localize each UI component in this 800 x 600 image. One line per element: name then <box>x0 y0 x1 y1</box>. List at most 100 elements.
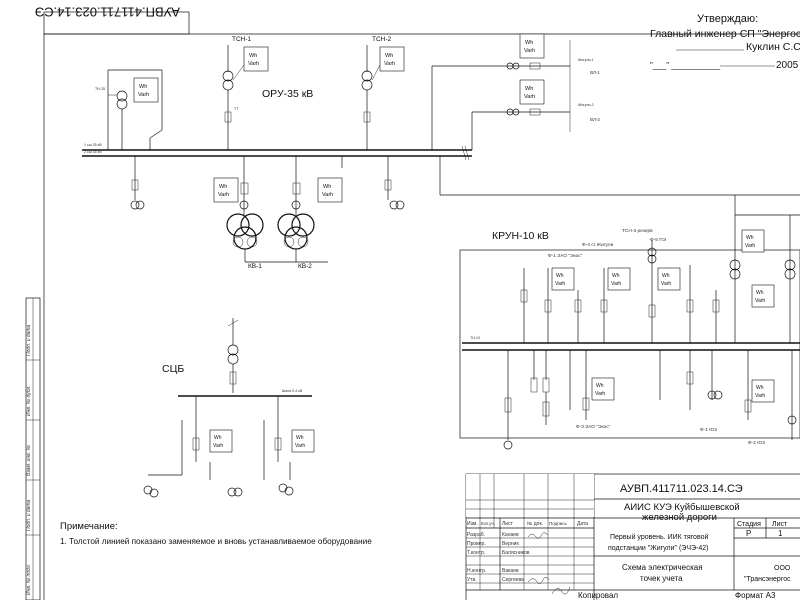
side-field-1: Подп. и дата <box>26 324 32 356</box>
approval-line-4: 2005 <box>776 60 799 71</box>
approval-line-1: Утверждаю: <box>697 13 758 25</box>
tb-company-1: ООО <box>774 565 791 572</box>
meter-text-s1a: Wh <box>214 435 222 441</box>
zhig2-label: Жигули-2 <box>578 103 594 107</box>
title-org-1: АИИС КУЭ Куйбышевской <box>624 502 740 513</box>
tb-company-2: "Трансэнергос <box>744 576 791 583</box>
tb-copied: Копировал <box>578 591 618 600</box>
tsn1-fuse-label: ТТ <box>234 107 239 111</box>
meter-text-k1a: Wh <box>556 273 564 279</box>
tb-col-list: Лист <box>502 521 514 527</box>
scb-label: СЦБ <box>162 363 184 375</box>
vl2-label: ВЛ-2 <box>590 117 600 122</box>
tb-role-1: Провер. <box>467 541 486 547</box>
tb-role-4: Н.контр. <box>467 568 486 574</box>
scb-bus-label: Шина 0.4 кВ <box>282 389 303 393</box>
meter-text-tsn2a: Wh <box>385 53 393 59</box>
oru-35-section: 1 сш 35 кВ 2 сш 35 кВ Wh Varh ТН-35 ТСН-… <box>82 33 800 270</box>
meter-text-k5a: Wh <box>756 290 764 296</box>
meter-text-k5b: Varh <box>755 298 765 304</box>
meter-text-s1b: Varh <box>213 443 223 449</box>
side-field-3: Взам. инв. № <box>26 444 32 476</box>
meter-text-tn35a: Wh <box>139 84 147 90</box>
approval-line-3: Куклин С.С <box>746 41 800 53</box>
meter-text-kv1a: Wh <box>219 184 227 190</box>
note-text: 1. Толстой линией показано заменяемое и … <box>60 537 372 546</box>
meter-text-k2a: Wh <box>612 273 620 279</box>
meter-text-tsn1a: Wh <box>249 53 257 59</box>
meter-text-kv2a: Wh <box>323 184 331 190</box>
side-field-2: Инв. № дубл. <box>26 385 32 416</box>
krun-10-section: КРУН-10 кВ ТН-10 Ф-1 ЗАО "Экос" Ф-4 ст.Ж… <box>459 215 800 450</box>
meter-text-vl2b: Varh <box>524 94 535 100</box>
approval-line-2: Главный инженер СП "Энергос <box>650 28 800 40</box>
tb-name-5: Сергеева <box>502 577 524 583</box>
tb-role-2: Т.контр. <box>467 550 485 556</box>
tb-desc-1: Первый уровень. ИИК тяговой <box>610 533 708 541</box>
tb-stage-hdr: Стадия <box>737 521 761 528</box>
bus35-1-label: 1 сш 35 кВ <box>84 143 102 147</box>
meter-text-k4a: Wh <box>746 235 754 241</box>
krun-tsn3-label: ТСН-3 резерв <box>622 228 653 234</box>
krun-f1q-label: Ф-1 ЮЗ <box>700 427 717 433</box>
meter-text-vl1b: Varh <box>524 48 535 54</box>
title-code: АУВП.411711.023.14.СЭ <box>620 483 743 495</box>
scb-section: СЦБ Шина 0.4 кВ Wh Varh Wh Varh <box>143 318 315 498</box>
tb-scheme-2: точек учета <box>640 574 683 583</box>
meter-text-k3a: Wh <box>662 273 670 279</box>
tb-format: Формат А3 <box>735 591 776 600</box>
tb-role-0: Разраб. <box>467 532 485 538</box>
side-stamp-code: АУВП.411711.023.14.СЭ <box>35 4 180 19</box>
meter-text-s2a: Wh <box>296 435 304 441</box>
oru35-label: ОРУ-35 кВ <box>262 88 313 100</box>
signature-1 <box>527 532 549 539</box>
meter-text-k7b: Varh <box>755 393 765 399</box>
tb-col-podpis: Подпись <box>549 521 567 526</box>
tb-sheet-hdr: Лист <box>772 521 788 528</box>
tb-col-koluch: Кол.уч. <box>481 521 495 526</box>
note-title: Примечание: <box>60 521 118 532</box>
zhig1-label: Жигули-1 <box>578 58 594 62</box>
krun-f5-label: Ф-5 ПЭ <box>650 237 667 243</box>
approval-quote-marks: "___" ___________ <box>650 61 721 70</box>
krun-f1-label: Ф-1 ЗАО "Экос" <box>548 253 583 259</box>
meter-text-k2b: Varh <box>611 281 621 287</box>
meter-text-tn35b: Varh <box>138 92 149 98</box>
krun-f2q-label: Ф-2 ЮЗ <box>748 440 765 446</box>
meter-text-k6b: Varh <box>595 391 605 397</box>
meter-text-tsn1b: Varh <box>248 61 259 67</box>
side-field-4: Подп. и дата <box>26 499 32 531</box>
tb-name-0: Канаев <box>502 532 519 538</box>
signature-3 <box>551 586 571 595</box>
meter-text-vl1a: Wh <box>525 40 533 46</box>
meter-text-k3b: Varh <box>661 281 671 287</box>
tn10-label: ТН-10 <box>470 336 480 340</box>
tb-desc-2: подстанции "Жигули" (ЭЧЭ-42) <box>608 545 708 552</box>
krun10-label: КРУН-10 кВ <box>492 230 549 242</box>
tb-col-ndok: № док. <box>527 521 543 527</box>
vl1-label: ВЛ-1 <box>590 70 600 75</box>
tb-scheme-1: Схема электрическая <box>622 563 703 572</box>
meter-text-s2b: Varh <box>295 443 305 449</box>
meter-text-kv1b: Varh <box>218 192 229 198</box>
bus35-2-label: 2 сш 35 кВ <box>84 150 102 154</box>
meter-text-tsn2b: Varh <box>384 61 395 67</box>
krun-f4-label: Ф-4 ст.Жигули <box>582 242 614 248</box>
tb-name-2: Балясников <box>502 550 530 556</box>
tb-stage-val: Р <box>746 529 751 538</box>
side-field-5: Инв. № подл. <box>26 564 32 595</box>
tb-name-1: Верник <box>502 541 519 547</box>
tsn1-label: ТСН-1 <box>232 36 252 43</box>
kv1-label: КВ-1 <box>248 263 262 270</box>
tb-col-data: Дата <box>577 521 588 527</box>
meter-text-k4b: Varh <box>745 243 755 249</box>
tb-col-izm: Изм. <box>467 521 478 527</box>
meter-text-k7a: Wh <box>756 385 764 391</box>
tb-role-5: Утв. <box>467 577 477 583</box>
krun-f3-label: Ф-3 ЗАО "Экос" <box>576 424 611 430</box>
kv2-label: КВ-2 <box>298 263 312 270</box>
tb-sheet-val: 1 <box>778 529 783 538</box>
meter-text-k6a: Wh <box>596 383 604 389</box>
title-org-2: железной дороги <box>642 512 717 523</box>
